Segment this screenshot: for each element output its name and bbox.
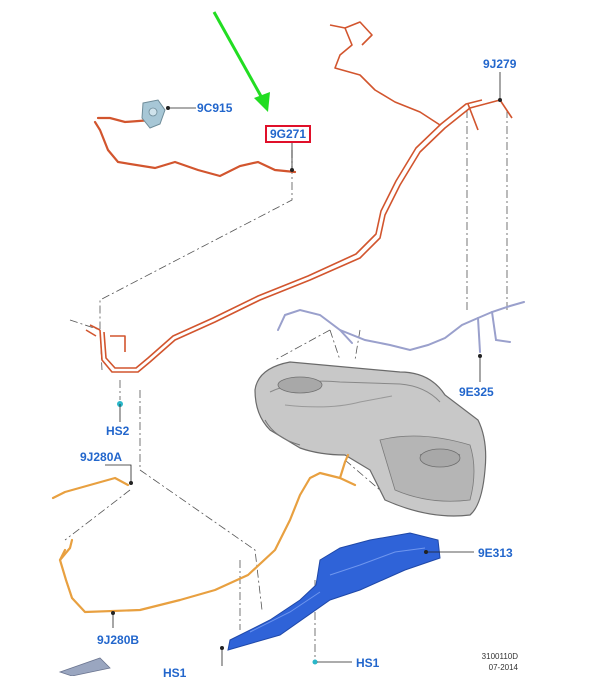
tube-9g271	[93, 116, 297, 178]
underbody-strip	[58, 657, 111, 676]
document-date: 07-2014	[488, 663, 518, 672]
callout-9j280b: 9J280B	[97, 633, 140, 647]
fuel-tank	[254, 361, 487, 517]
document-code: 3100110D	[481, 652, 518, 661]
main-fuel-line	[85, 21, 513, 373]
callout-9c915: 9C915	[197, 101, 233, 115]
callout-9j280a: 9J280A	[80, 450, 123, 464]
callout-9e313: 9E313	[478, 546, 513, 560]
callout-hs1-right: HS1	[356, 656, 380, 670]
heat-shield-9e313	[227, 532, 441, 651]
pointer-arrow	[212, 11, 270, 112]
callout-hs2: HS2	[106, 424, 130, 438]
callout-9g271: 9G271	[265, 125, 312, 143]
valve-9c915	[141, 99, 166, 129]
callout-9j279: 9J279	[483, 57, 517, 71]
vapor-line	[277, 301, 525, 353]
callout-hs1-bottom: HS1	[163, 666, 187, 680]
filler-tube	[51, 453, 357, 614]
callout-9e325: 9E325	[459, 385, 494, 399]
leader-lines	[105, 72, 502, 666]
